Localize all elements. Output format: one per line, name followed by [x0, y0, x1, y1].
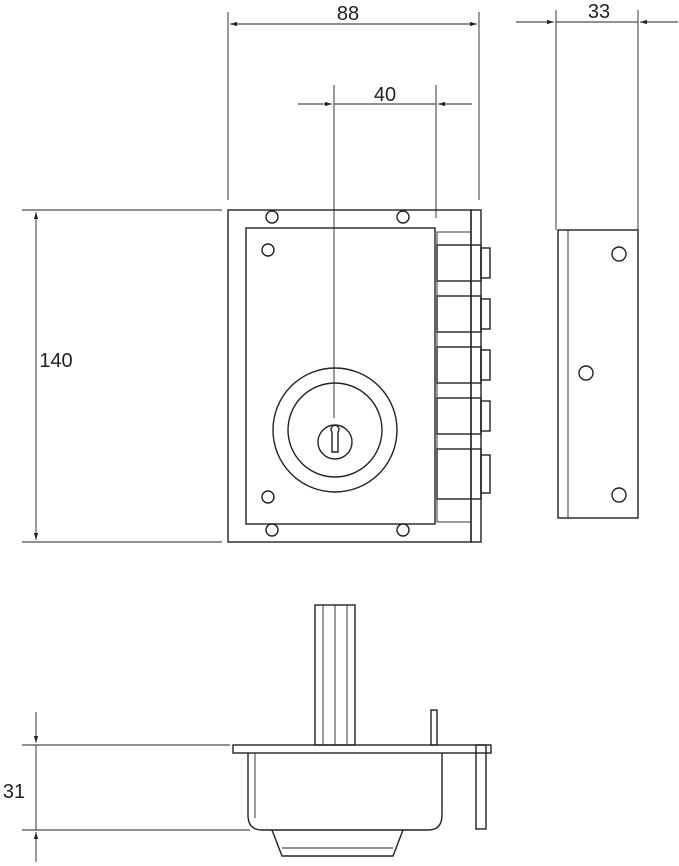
dimension-height-label: 140	[39, 350, 72, 372]
dimension-thickness-label: 31	[3, 781, 25, 803]
bolt	[436, 448, 491, 500]
strike-edge-plate	[470, 209, 482, 543]
dimension-lines	[22, 10, 678, 862]
screw-holes	[261, 210, 410, 537]
bolt	[436, 346, 491, 384]
dimension-depth-label: 33	[588, 1, 610, 23]
bolt	[436, 295, 491, 333]
side-plate	[557, 229, 639, 519]
top-view	[232, 604, 492, 857]
keyhole-icon	[330, 424, 340, 453]
side-view	[557, 229, 639, 519]
bolt	[436, 244, 491, 282]
dimension-width-label: 88	[337, 3, 359, 25]
front-view	[227, 209, 491, 543]
key-cylinder	[272, 367, 398, 493]
bolt	[436, 397, 491, 435]
cover-plate	[245, 227, 436, 525]
dimension-key-offset-label: 40	[374, 84, 396, 106]
